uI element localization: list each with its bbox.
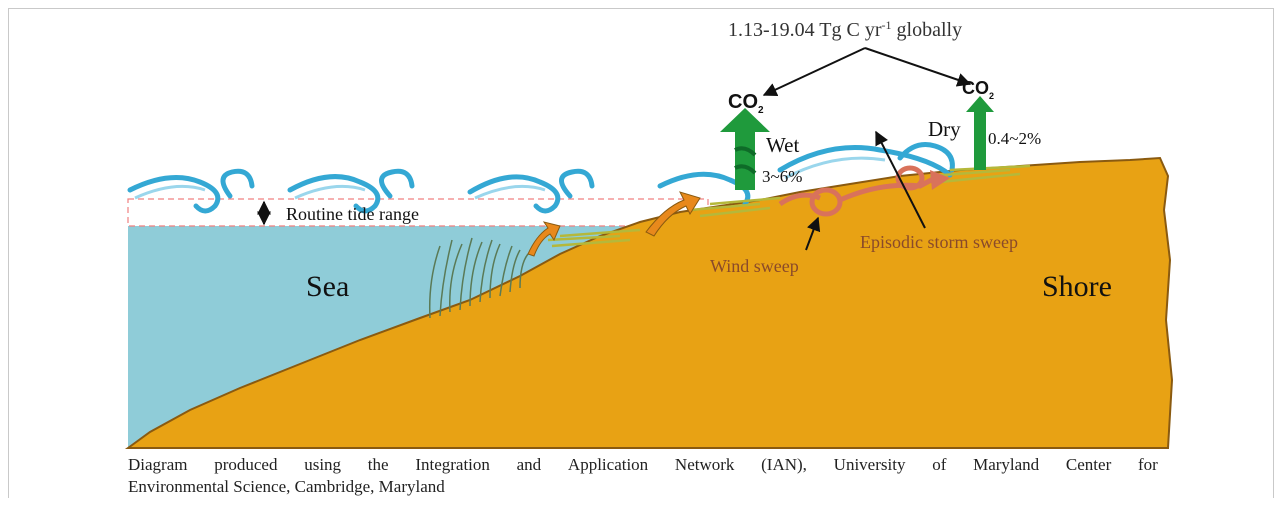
wet-label: Wet [766,133,799,157]
shore-label: Shore [1042,270,1112,303]
wash-arrow-1 [527,221,561,257]
caption-line-2: Environmental Science, Cambridge, Maryla… [128,477,445,496]
caption-word: Maryland [973,455,1040,474]
co2-dry-arrow [966,96,994,170]
caption-word: of [932,455,947,474]
wave-foam [134,156,886,200]
wind-sweep-arrow [778,165,937,217]
caption-word: Application [567,455,649,474]
wrack-piles [547,164,1031,248]
wet-rate-label: 3~6% [762,167,802,186]
tide-range-zone [127,198,709,227]
caption-word: Center [1065,455,1112,474]
dry-rate-label: 0.4~2% [988,129,1041,148]
flux-title: 1.13-19.04 Tg C yr-1 globally [728,18,962,41]
caption-word: Diagram [128,455,188,474]
caption-word: Integration [415,455,490,474]
wind-sweep-arrowhead [930,170,950,190]
wind-sweep-label: Wind sweep [710,256,799,276]
caption-word: and [516,455,542,474]
caption-word: produced [214,455,278,474]
tide-range-label: Routine tide range [286,204,419,224]
flux-arrow-right [864,47,972,87]
sea-label: Sea [306,270,349,303]
figure-frame [8,8,1274,498]
waves [127,142,955,214]
seagrass [428,237,529,319]
co2-dry-label: CO2 [962,78,994,101]
wash-arrow-2 [645,191,701,237]
storm-sweep-label: Episodic storm sweep [860,232,1018,252]
caption-word: (IAN), [761,455,807,474]
caption-word: Network [674,455,735,474]
storm-pointer [875,130,926,229]
wind-pointer [805,216,821,251]
dry-label: Dry [928,117,961,141]
flux-arrow-left [762,47,866,97]
caption-word: for [1137,455,1158,474]
caption-word: using [304,455,342,474]
caption-word: University [833,455,906,474]
co2-wet-label: CO2 [728,91,764,116]
caption-line-1: Diagram produced using the Integration and App… [128,454,1158,476]
caption-word: the [367,455,389,474]
shore-land [124,156,1174,449]
co2-wet-arrow-stripe [734,146,757,175]
